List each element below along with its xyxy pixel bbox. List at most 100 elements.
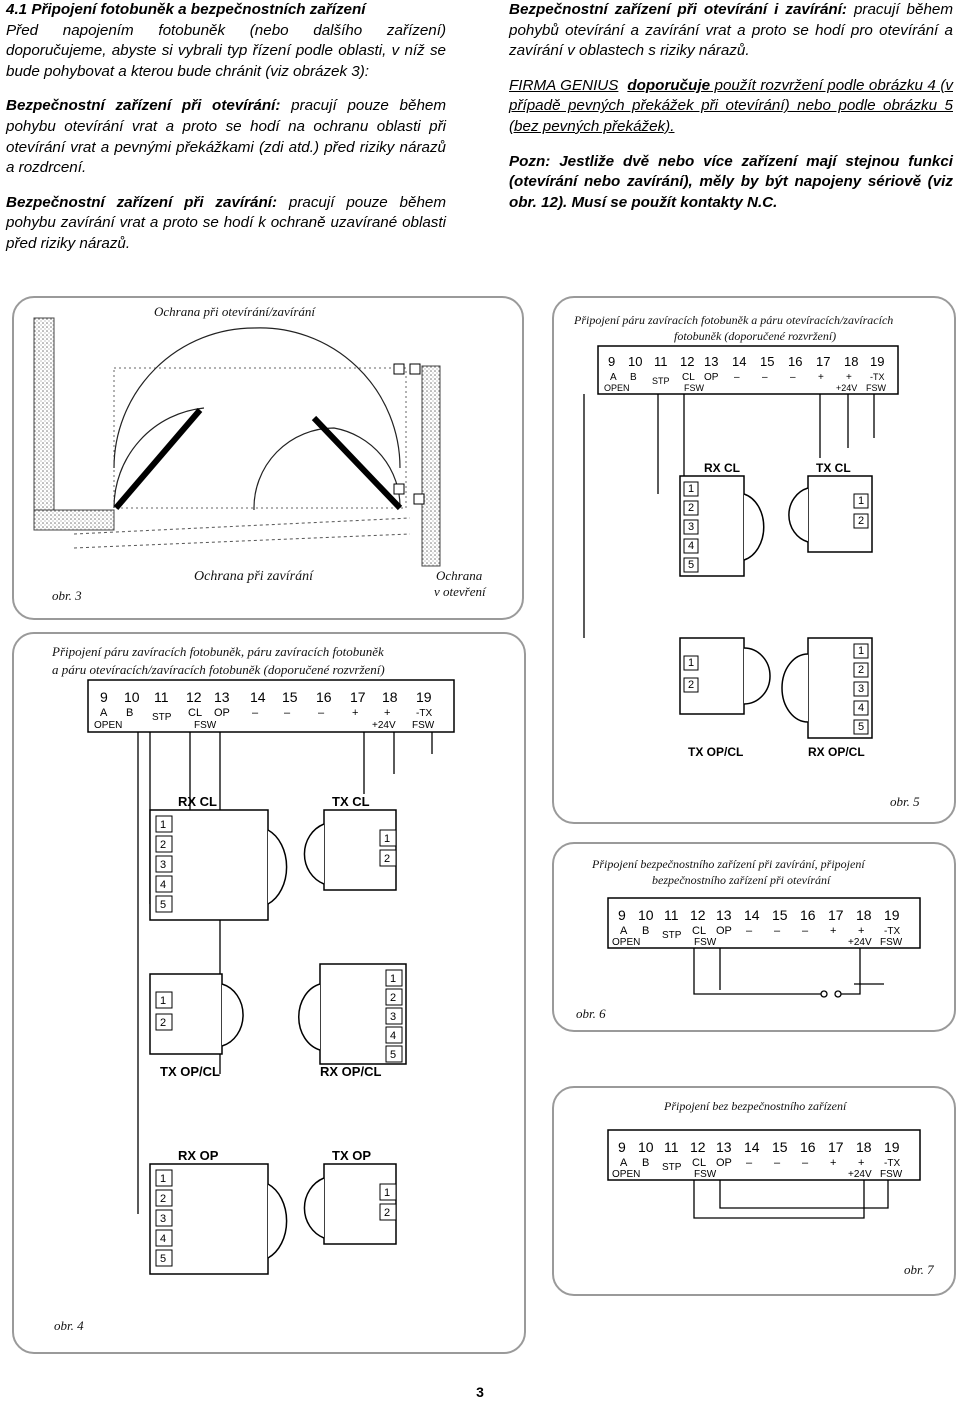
device-terminal-number: 1 [390,973,396,985]
device-terminal-number: 2 [160,1017,166,1029]
right-text-column: Bezpečnostní zařízení při otevírání i za… [509,0,953,227]
fig3-label-closing: Ochrana při zavírání [194,569,314,584]
photocell [409,363,421,375]
device-terminal-number: 1 [384,833,390,845]
device-terminal-number: 4 [688,540,694,552]
terminal-sub: OPEN [612,937,640,948]
terminal-sub: +24V [372,720,396,731]
device-terminal [683,557,699,573]
terminal-number: 19 [870,354,884,369]
terminal-number: 10 [638,1139,654,1155]
device-terminal-number: 1 [858,645,864,657]
terminal-sub: FSW [412,720,435,731]
terminal-number: 16 [800,907,816,923]
figure-3-panel: Ochrana při otevírání/zavírání Ochrana p… [12,296,524,620]
device-terminal-number: 2 [858,664,864,676]
terminal-number: 16 [788,354,802,369]
terminal-sub: + [858,925,864,937]
figure-5-panel: Připojení páru zavíracích fotobuněk a pá… [552,296,956,824]
terminal-number: 14 [250,689,266,705]
device-terminal-number: 4 [160,879,166,891]
device-terminal [155,1229,173,1247]
terminal-sub: – [774,925,781,937]
terminal-sub: – [802,925,809,937]
terminal-number: 14 [732,354,746,369]
terminal-number: 17 [816,354,830,369]
device-terminal-number: 2 [858,515,864,527]
tx-op-label: TX OP [332,1148,371,1163]
terminal-sub: OPEN [612,1169,640,1180]
terminal-sub: B [642,925,649,937]
terminal-sub: + [858,1157,864,1169]
tx-cl-label: TX CL [816,461,851,475]
photocell [393,483,405,495]
gate-protection-diagram: Ochrana při otevírání/zavírání Ochrana p… [33,304,487,603]
terminal-number: 19 [884,907,900,923]
fig6-title-1: Připojení bezpečnostního zařízení při za… [591,857,866,871]
terminal-number: 9 [618,1139,626,1155]
terminal-sub: – [746,1157,753,1169]
device-terminal-number: 4 [858,702,864,714]
terminal-sub: – [252,707,259,719]
device-terminal [155,1209,173,1227]
fig4-title-2: a páru otevíracích/zavíracích fotobuněk … [52,662,385,677]
fig4-title-1: Připojení páru zavíracích fotobuněk, pár… [51,644,384,659]
device-terminal-number: 1 [688,657,694,669]
tx-opcl-label: TX OP/CL [688,745,743,759]
closing-safety-paragraph: Bezpečnostní zařízení při zavírání: prac… [6,193,446,255]
terminal-sub: OP [716,925,732,937]
device-terminal [379,1183,397,1201]
device-terminal [385,1007,403,1025]
terminal-sub: – [802,1157,809,1169]
terminal-number: 14 [744,907,760,923]
terminal-sub: OPEN [94,720,122,731]
device-terminal [853,643,869,659]
terminal-number: 17 [828,907,844,923]
device-terminal [379,1203,397,1221]
both-safety-heading: Bezpečnostní zařízení při otevírání i za… [509,1,847,18]
rx-opcl-label: RX OP/CL [320,1064,381,1079]
terminal-number: 15 [760,354,774,369]
device-terminal-number: 4 [160,1233,166,1245]
fig3-label-opening-2: v otevření [434,584,487,599]
device-terminal-number: 2 [688,502,694,514]
terminal-number: 13 [704,354,718,369]
terminal-sub: + [846,372,852,383]
terminal-number: 9 [100,689,108,705]
device-terminal-number: 3 [390,1011,396,1023]
both-safety-paragraph: Bezpečnostní zařízení při otevírání i za… [509,0,953,62]
terminal-sub: CL [682,372,695,383]
device-terminal-number: 1 [160,995,166,1007]
device-terminal-number: 3 [688,521,694,533]
terminal-number: 15 [282,689,298,705]
recommendation-paragraph: FIRMA GENIUS doporučuje použít rozvržení… [509,76,953,138]
terminal-sub: FSW [880,937,903,948]
terminal-sub: +24V [836,383,857,393]
fig6-wiring-diagram: Připojení bezpečnostního zařízení při za… [576,857,921,1021]
gate-leaf-left [113,408,203,510]
terminal-sub: FSW [684,383,705,393]
device-terminal-number: 5 [160,899,166,911]
fig3-caption: obr. 3 [52,588,82,603]
device-terminal [683,500,699,516]
figure-7-panel: Připojení bez bezpečnostního zařízení 9 … [552,1086,956,1296]
arc-left-close [113,407,205,509]
right-wall [421,365,441,567]
terminal-number: 11 [654,354,668,369]
both-safety-text: pracují během pohybů otevírání a zavírán… [509,1,953,60]
terminal-sub: FSW [194,720,217,731]
terminal-sub: B [642,1157,649,1169]
terminal-sub: FSW [694,1169,717,1180]
terminal-number: 18 [844,354,858,369]
device-terminal-number: 2 [384,1207,390,1219]
rx-cl-label: RX CL [178,794,217,809]
arc-right-open [253,327,401,469]
terminal-number: 13 [716,907,732,923]
fig6-caption: obr. 6 [576,1006,606,1021]
terminal-sub: + [830,925,836,937]
terminal-number: 10 [628,354,642,369]
terminal-sub: – [762,372,768,383]
terminal-sub: – [774,1157,781,1169]
fig3-label-opening-1: Ochrana [436,568,483,583]
device-terminal [683,655,699,671]
